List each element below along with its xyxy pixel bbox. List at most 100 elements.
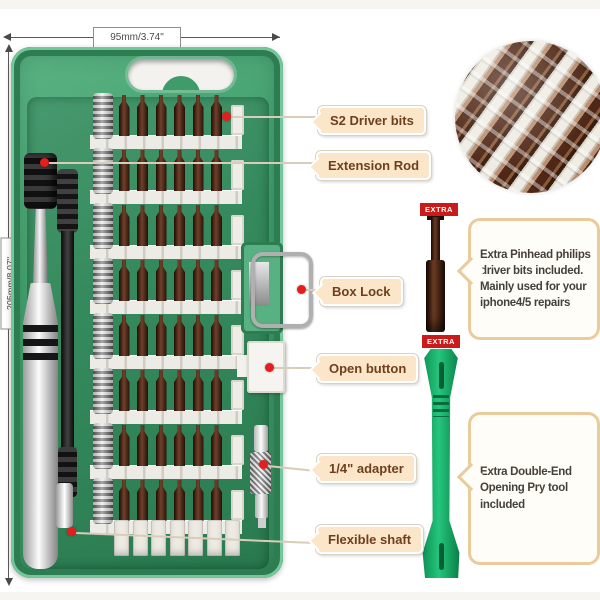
bit-holder-strip — [90, 245, 242, 259]
bit-holder-strip — [90, 355, 242, 369]
height-dimension-arrow-down-icon — [5, 578, 13, 586]
label-tail-icon — [309, 359, 329, 380]
holder-clip — [231, 160, 244, 190]
flexible-shaft-tool — [61, 231, 74, 497]
extension-socket — [93, 93, 113, 139]
driver-bit — [118, 95, 130, 136]
driver-bit — [118, 205, 130, 246]
holder-clip — [231, 105, 244, 135]
extension-socket — [93, 368, 113, 414]
extension-socket — [93, 423, 113, 469]
driver-bit — [174, 205, 185, 246]
driver-bit — [137, 425, 148, 466]
page-edge-bottom — [0, 592, 600, 600]
driver-bit — [211, 315, 222, 356]
extra-badge: EXTRA — [420, 203, 458, 216]
driver-bit — [137, 150, 148, 191]
driver-bit — [211, 205, 222, 246]
driver-bit — [211, 480, 222, 521]
part-label-text: Open button — [329, 361, 407, 376]
kit-case — [11, 47, 313, 578]
handle-cutout — [128, 59, 234, 90]
part-label-text: 1/4" adapter — [329, 461, 404, 476]
height-dimension-arrow-up-icon — [5, 44, 13, 52]
extension-socket — [93, 478, 113, 524]
note-line: included — [480, 498, 525, 511]
note-line: driver bits included. — [480, 264, 583, 277]
driver-bit — [137, 205, 148, 246]
empty-holder-slot — [132, 520, 148, 556]
callout-marker — [67, 527, 76, 536]
holder-clip — [231, 215, 244, 245]
driver-bit — [118, 370, 130, 411]
empty-holder-slot — [151, 520, 166, 556]
driver-bit — [174, 315, 185, 356]
driver-bit — [174, 95, 185, 136]
driver-bit — [137, 315, 148, 356]
driver-bit — [174, 260, 185, 301]
part-label-text: Extension Rod — [328, 158, 420, 173]
bit-row — [90, 93, 245, 149]
driver-bit — [118, 315, 130, 356]
driver-bit — [174, 150, 185, 191]
driver-bit — [192, 425, 204, 466]
driver-bit — [155, 205, 167, 246]
pinhead-bit-shaft — [431, 217, 440, 262]
pry-tool-ridges — [433, 395, 449, 417]
extra-badge: EXTRA — [422, 335, 460, 348]
bit-holder-strip — [90, 300, 242, 314]
quarter-inch-adapter-bottom — [255, 494, 268, 518]
driver-bit — [211, 150, 222, 191]
driver-bit — [192, 205, 204, 246]
driver-bit — [174, 370, 185, 411]
bit-row — [90, 203, 245, 259]
quarter-inch-adapter-tip — [258, 518, 266, 528]
note-line: Mainly used for your — [480, 281, 587, 293]
driver-bit — [174, 480, 185, 521]
pry-tool — [422, 349, 460, 578]
part-label-text: Box Lock — [332, 284, 391, 299]
bit-row — [90, 313, 245, 369]
pry-tool-top-slot — [438, 362, 444, 389]
pry-tool-bottom-slot — [438, 543, 444, 570]
label-tail-icon — [312, 282, 332, 303]
flexible-shaft-end-cap — [56, 483, 73, 528]
driver-bit — [155, 150, 167, 191]
extension-socket — [93, 313, 113, 359]
driver-bit — [137, 480, 148, 521]
callout-marker — [265, 363, 274, 372]
extension-socket — [93, 203, 113, 249]
part-label-text: S2 Driver bits — [330, 113, 414, 128]
label-tail-icon — [308, 156, 328, 177]
extension-socket — [93, 148, 113, 194]
page-edge-top — [0, 0, 600, 9]
note-line: Extra Double-End — [480, 466, 572, 479]
label-tail-icon — [308, 530, 328, 551]
driver-bit — [155, 315, 167, 356]
bit-row — [90, 423, 245, 479]
bit-row — [90, 368, 245, 424]
quarter-inch-adapter-knurl — [250, 452, 271, 494]
driver-bit — [137, 95, 148, 136]
part-label-box-lock: Box Lock — [312, 277, 403, 306]
bits-closeup-photo — [455, 41, 600, 193]
pinhead-bit-body — [426, 260, 445, 332]
screwdriver-handle — [23, 283, 58, 569]
callout-marker — [259, 460, 268, 469]
part-label-open-button: Open button — [309, 354, 419, 383]
driver-bit — [211, 260, 222, 301]
driver-bit — [192, 480, 204, 521]
callout-marker — [40, 158, 49, 167]
driver-bit — [118, 425, 130, 466]
part-label-quarter-inch-adapter: 1/4" adapter — [309, 454, 416, 483]
driver-bit — [192, 260, 204, 301]
driver-bit — [155, 95, 167, 136]
flexible-shaft-top-collar — [57, 169, 78, 233]
holder-clip — [231, 490, 244, 520]
width-dimension-arrow-right-icon — [272, 33, 280, 41]
holder-clip — [231, 325, 244, 355]
driver-bit — [155, 480, 167, 521]
bit-holder-strip — [90, 465, 242, 479]
holder-clip — [231, 270, 244, 300]
extension-socket — [93, 258, 113, 304]
